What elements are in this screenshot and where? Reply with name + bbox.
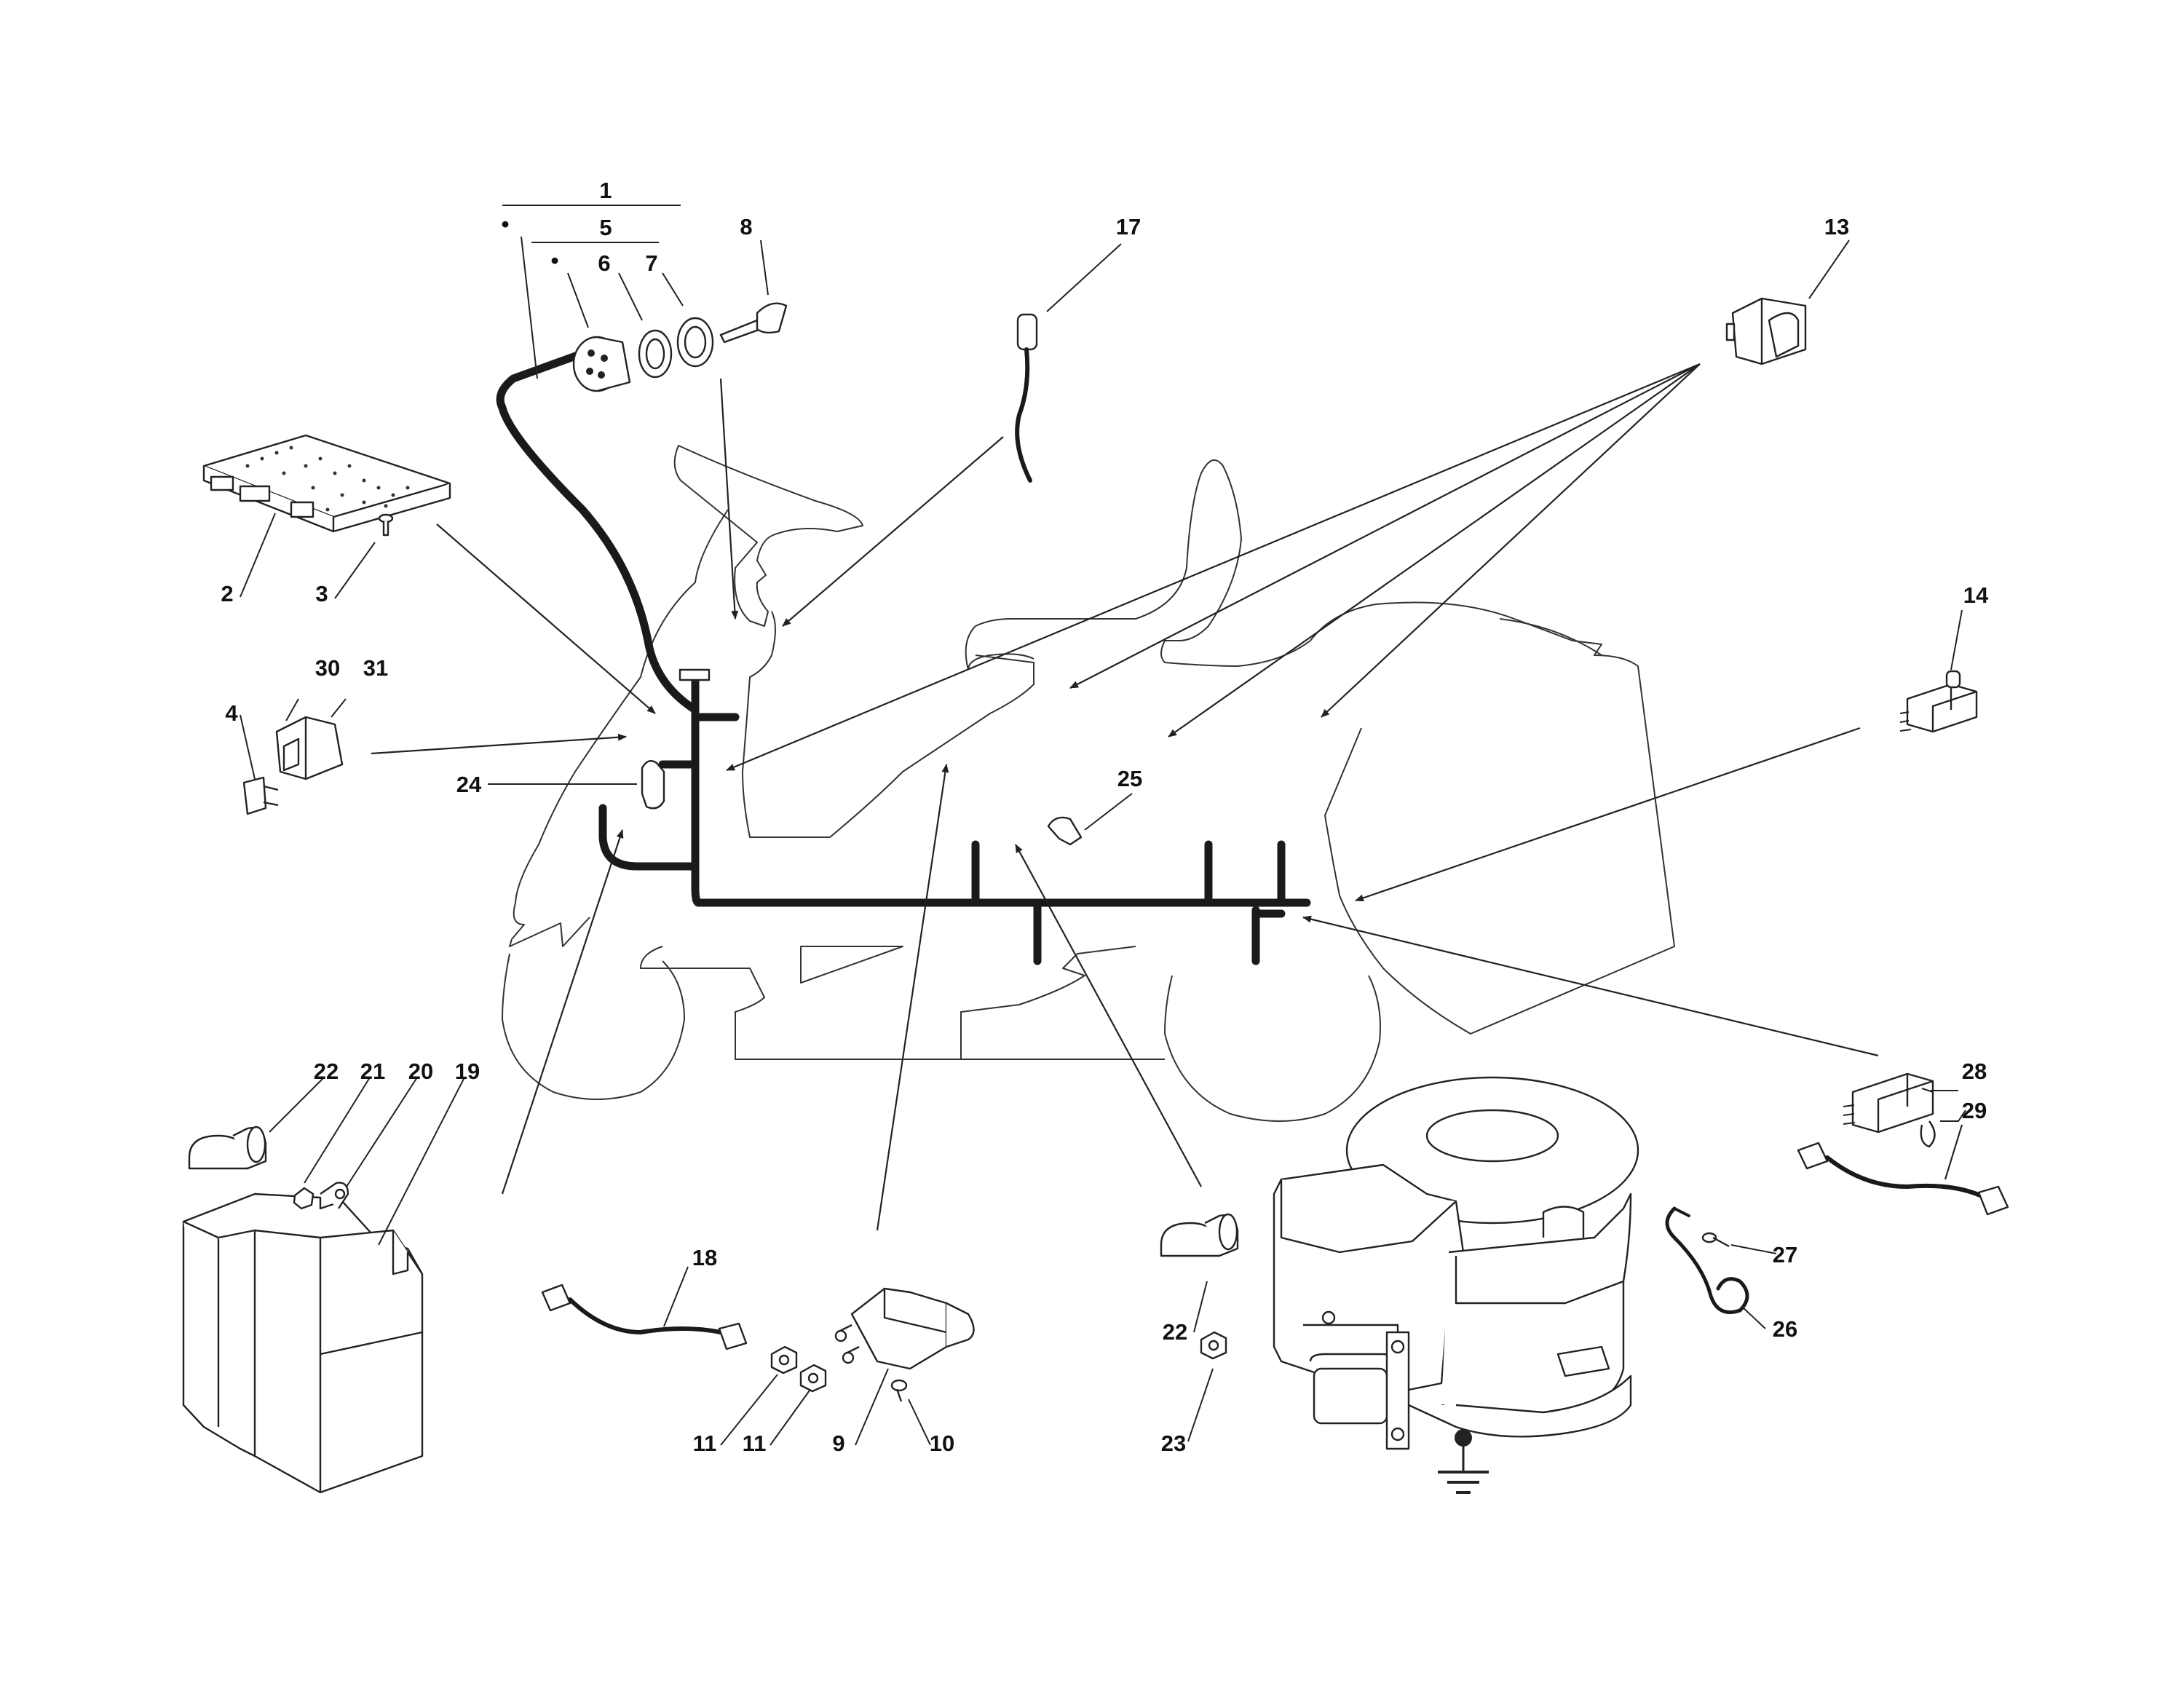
label-29: 29	[1962, 1098, 1987, 1123]
diode-module	[1843, 1072, 1936, 1148]
label-11-a: 11	[693, 1431, 717, 1456]
terminal-cover-b	[1160, 1213, 1239, 1257]
label-14: 14	[1963, 582, 1989, 608]
control-board	[202, 434, 451, 533]
nut-11b	[799, 1364, 827, 1393]
nut-23	[1200, 1331, 1227, 1360]
jumper-cable-18	[541, 1283, 748, 1350]
cable-clip	[1047, 816, 1083, 846]
part-labels: • • 1 5 6 7 8 17 13 2 3 30 31 4 24 25 14…	[221, 178, 1989, 1456]
bullet-5: •	[551, 248, 559, 273]
nut-11a	[770, 1345, 798, 1374]
solenoid-screw	[890, 1379, 908, 1402]
label-21: 21	[360, 1059, 385, 1084]
wiring-harness	[496, 347, 1311, 965]
label-19: 19	[455, 1059, 480, 1084]
label-30: 30	[315, 655, 340, 681]
ignition-nut	[638, 329, 673, 379]
ignition-bezel	[676, 317, 714, 368]
label-3: 3	[315, 581, 328, 606]
label-1: 1	[599, 178, 612, 203]
label-9: 9	[832, 1431, 844, 1456]
leader-lines	[240, 205, 1966, 1446]
label-8: 8	[740, 214, 752, 240]
rocker-switch	[1725, 297, 1807, 365]
ground-screw	[1701, 1232, 1730, 1248]
label-23: 23	[1161, 1431, 1186, 1456]
label-7: 7	[645, 250, 657, 276]
ignition-key	[719, 302, 788, 344]
battery	[182, 1182, 424, 1494]
label-28: 28	[1962, 1059, 1987, 1084]
relay	[275, 716, 344, 780]
label-20: 20	[408, 1059, 433, 1084]
jumper-cable-29	[1797, 1142, 2009, 1216]
label-13: 13	[1824, 214, 1849, 240]
tractor-outline	[502, 445, 1675, 1122]
label-18: 18	[692, 1245, 717, 1270]
label-5: 5	[599, 215, 612, 240]
label-31: 31	[363, 655, 388, 681]
ground-spring	[1665, 1206, 1749, 1314]
ignition-switch	[572, 336, 631, 392]
label-26: 26	[1773, 1316, 1797, 1342]
fuse-holder-clip	[641, 760, 665, 810]
label-22-bottom: 22	[1163, 1319, 1187, 1345]
bullet-1: •	[502, 211, 510, 237]
ground-symbol	[1438, 1445, 1489, 1494]
label-2: 2	[221, 581, 233, 606]
label-27: 27	[1773, 1242, 1797, 1267]
label-25: 25	[1117, 766, 1142, 791]
label-4: 4	[225, 700, 238, 726]
label-6: 6	[598, 250, 610, 276]
label-24: 24	[456, 772, 482, 797]
fuse	[242, 776, 279, 815]
battery-terminal-bolt	[293, 1187, 314, 1210]
label-22-top: 22	[314, 1059, 339, 1084]
label-10: 10	[930, 1431, 954, 1456]
microswitch	[1899, 670, 1978, 733]
seat-sensor	[1015, 313, 1038, 483]
label-11-b: 11	[743, 1431, 767, 1456]
label-17: 17	[1116, 214, 1141, 240]
starter-solenoid	[834, 1287, 975, 1370]
terminal-cover-a	[188, 1126, 267, 1170]
harness-connector	[678, 668, 711, 681]
engine	[1273, 1076, 1639, 1450]
board-screw	[378, 513, 394, 537]
